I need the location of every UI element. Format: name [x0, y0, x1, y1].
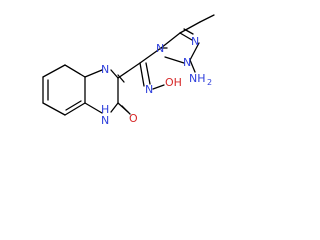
atom-h: H [101, 103, 109, 116]
bond [179, 21, 201, 34]
atom-oh: OH [165, 76, 182, 89]
bond [64, 102, 86, 116]
bond [42, 102, 66, 116]
bond [189, 42, 200, 61]
atom-n: N [156, 42, 164, 55]
atom-o: O [129, 112, 138, 125]
bond [164, 56, 185, 64]
atom-n: N [191, 35, 199, 48]
bond [139, 62, 145, 87]
bond [152, 84, 165, 90]
bond [121, 105, 131, 115]
atom-nh2: NH [189, 72, 206, 85]
bond [117, 62, 141, 79]
bond [42, 64, 66, 78]
bond [139, 47, 162, 64]
bond [110, 102, 119, 113]
atom-n: N [101, 63, 109, 76]
bond [189, 59, 196, 73]
bond [110, 69, 119, 79]
atom-n: N [183, 56, 191, 69]
bond [84, 102, 103, 114]
bond [199, 14, 215, 23]
atom-n: N [145, 83, 153, 96]
bond [64, 64, 81, 75]
bond [65, 100, 82, 111]
bond [160, 32, 181, 49]
bond [84, 69, 103, 78]
bond [179, 32, 193, 41]
atom-n: N [101, 114, 109, 127]
bond [145, 62, 151, 85]
atom-nh2-subscript: 2 [207, 78, 212, 87]
molecule-structure: N N N NH 2 N H N N OH O [42, 14, 215, 127]
bond [117, 74, 125, 83]
